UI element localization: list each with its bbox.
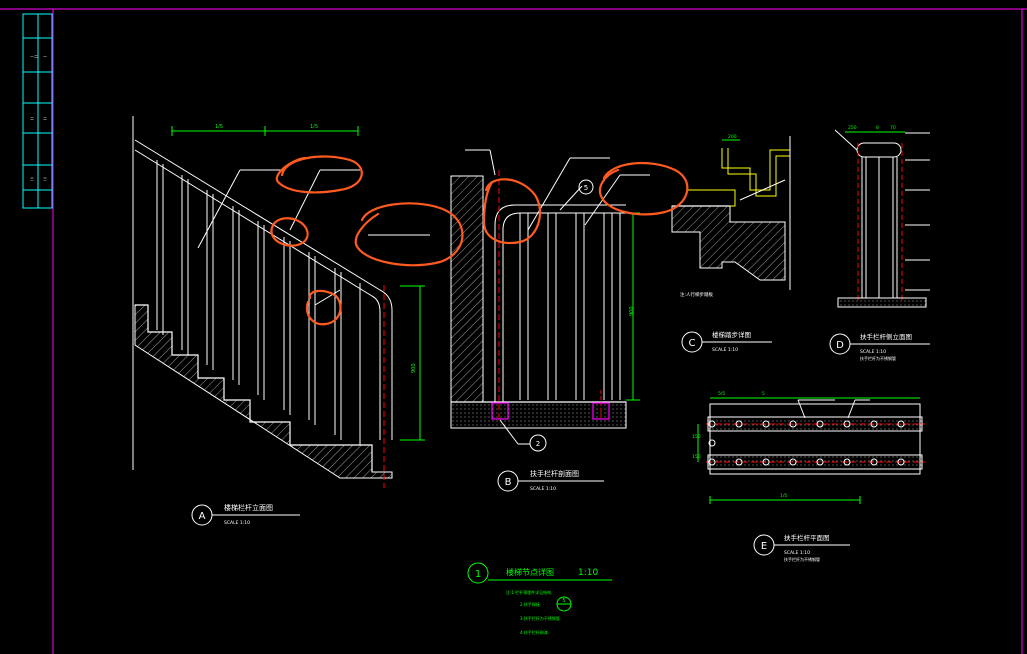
title-cell-2: 一 [43, 54, 47, 59]
view-e-note: 扶手栏杆为不锈钢管 [784, 556, 820, 562]
view-c-title: 楼梯踏步详图 [712, 330, 751, 339]
dim-e-side-2: 150 [692, 454, 701, 460]
dim-d-top-3: 70 [890, 125, 896, 131]
view-d-note: 扶手栏杆为不锈钢管 [860, 355, 896, 361]
view-b-title: 扶手栏杆剖面图 [530, 469, 579, 478]
main-note-2: 2.扶手焊接. [520, 601, 541, 607]
view-d-letter: D [836, 340, 844, 351]
dim-e-top-2: 5 [762, 391, 765, 397]
main-title: 1 楼梯节点详图 1:10 注:1.栏杆预埋件详见结构. 2.扶手焊接. 3.扶… [467, 562, 612, 635]
dim-d-top-2: 8 [876, 125, 879, 131]
markup-circle-3 [354, 202, 464, 267]
view-d-side: 250 8 70 [834, 125, 930, 308]
view-a-elevation: 1/5 1/5 [132, 116, 430, 488]
view-c-label: C 楼梯踏步详图 SCALE 1:10 [681, 330, 772, 353]
view-e-label: E 扶手栏杆平面图 SCALE 1:10 扶手栏杆为不锈钢管 [753, 533, 850, 562]
view-e-title: 扶手栏杆平面图 [784, 533, 830, 542]
title-block: 一二 一 二 二 三 三 [22, 13, 53, 209]
dim-e-top-1: 5/5 [718, 391, 725, 397]
markup-circle-4 [305, 289, 342, 326]
view-b-ref: 5 [584, 184, 588, 192]
view-d-scale: SCALE 1:10 [860, 349, 886, 355]
markup-circle-1 [275, 155, 363, 194]
view-a-label: A 楼梯栏杆立面图 SCALE 1:10 [191, 503, 300, 526]
view-e-plan: 5/5 5 150 150 1/5 [692, 391, 925, 504]
title-cell-3: 二 [30, 116, 34, 121]
view-d-label: D 扶手栏杆侧立面图 SCALE 1:10 扶手栏杆为不锈钢管 [829, 332, 930, 361]
markup-circle-2 [270, 217, 309, 247]
title-cell-4: 二 [43, 116, 47, 121]
markup-circle-6 [598, 161, 689, 216]
dim-a-side: 900 [411, 363, 417, 373]
dim-e-side-1: 150 [692, 434, 701, 440]
view-d-title: 扶手栏杆侧立面图 [860, 332, 912, 341]
view-c-letter: C [689, 338, 696, 349]
main-note-1: 注:1.栏杆预埋件详见结构. [506, 589, 552, 595]
dim-a-top-2: 1/5 [310, 124, 318, 130]
view-c-detail: 200 注:人行梯步踏板 [671, 134, 791, 298]
view-c-note: 注:人行梯步踏板 [680, 291, 714, 298]
view-b-scale: SCALE 1:10 [530, 486, 556, 492]
view-b-label: B 扶手栏杆剖面图 SCALE 1:10 [497, 469, 604, 492]
main-note-3: 3.扶手栏杆为不锈钢管. [520, 615, 561, 621]
main-note-ref: 5 [562, 598, 565, 604]
view-b-letter: B [505, 477, 512, 488]
view-e-letter: E [761, 541, 767, 552]
markup-circle-5 [482, 178, 542, 245]
view-c-scale: SCALE 1:10 [712, 347, 738, 353]
title-cell-6: 三 [43, 176, 47, 181]
main-title-scale: 1:10 [578, 568, 598, 578]
view-b-ref2: 2 [536, 440, 540, 448]
view-a-scale: SCALE 1:10 [224, 520, 250, 526]
main-title-text: 楼梯节点详图 [506, 567, 554, 577]
view-b-section: 900 5 2 [450, 149, 650, 452]
view-e-scale: SCALE 1:10 [784, 550, 810, 556]
title-cell-1: 一二 [30, 54, 38, 59]
dim-d-top-1: 250 [848, 125, 857, 131]
main-title-number: 1 [475, 569, 481, 580]
main-note-4: 4.扶手栏杆刷漆. [520, 629, 549, 635]
markup-annotations [270, 155, 689, 326]
view-a-letter: A [199, 511, 206, 522]
title-cell-5: 三 [30, 176, 34, 181]
dim-a-top-1: 1/5 [215, 124, 223, 130]
dim-e-bottom: 1/5 [780, 493, 787, 499]
dim-b-side: 900 [629, 306, 635, 316]
dim-c-top: 200 [728, 134, 737, 140]
view-a-title: 楼梯栏杆立面图 [224, 503, 273, 512]
